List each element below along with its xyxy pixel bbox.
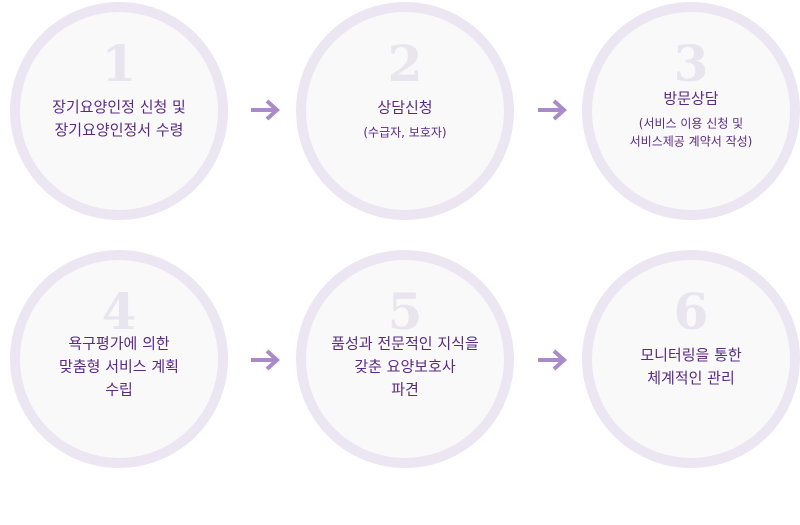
- step-title-line: 체계적인 관리: [647, 369, 735, 387]
- step-title-line: 모니터링을 통한: [640, 346, 742, 364]
- arrow-right-icon: [251, 99, 280, 121]
- step-title-line: 맞춤형 서비스 계획: [59, 357, 179, 376]
- step-title-line: 장기요양인정 신청 및: [52, 98, 186, 116]
- step-text: 상담신청 (수급자, 보호자): [306, 97, 504, 142]
- step-subtitle: (수급자, 보호자): [306, 124, 504, 142]
- arrow-right-icon: [538, 99, 567, 121]
- step-number: 6: [673, 282, 709, 341]
- step-title-line: 욕구평가에 의한: [68, 334, 170, 353]
- step-number: 4: [101, 282, 137, 341]
- step-title-line: 장기요양인정서 수령: [54, 121, 184, 139]
- step-number: 5: [387, 282, 423, 341]
- step-subtitle-line: (서비스 이용 신청 및: [638, 116, 744, 131]
- step-title-line: 수립: [105, 380, 133, 399]
- step-subtitle-line: 서비스제공 계약서 작성): [629, 134, 753, 149]
- step-number: 3: [673, 34, 709, 93]
- step-circle-2: 2 상담신청 (수급자, 보호자): [296, 2, 514, 220]
- arrow-right-icon: [251, 349, 280, 371]
- step-number: 2: [387, 34, 423, 93]
- step-title-line: 갖춘 요양보호사: [354, 357, 456, 376]
- arrow-right-icon: [538, 349, 567, 371]
- step-title-line: 상담신청: [377, 98, 433, 117]
- step-title-line: 품성과 전문적인 지식을: [331, 334, 479, 353]
- step-title-line: 방문상담: [663, 89, 719, 108]
- step-subtitle-line: (수급자, 보호자): [363, 125, 447, 140]
- step-title-line: 파견: [391, 380, 419, 399]
- step-number: 1: [101, 34, 137, 93]
